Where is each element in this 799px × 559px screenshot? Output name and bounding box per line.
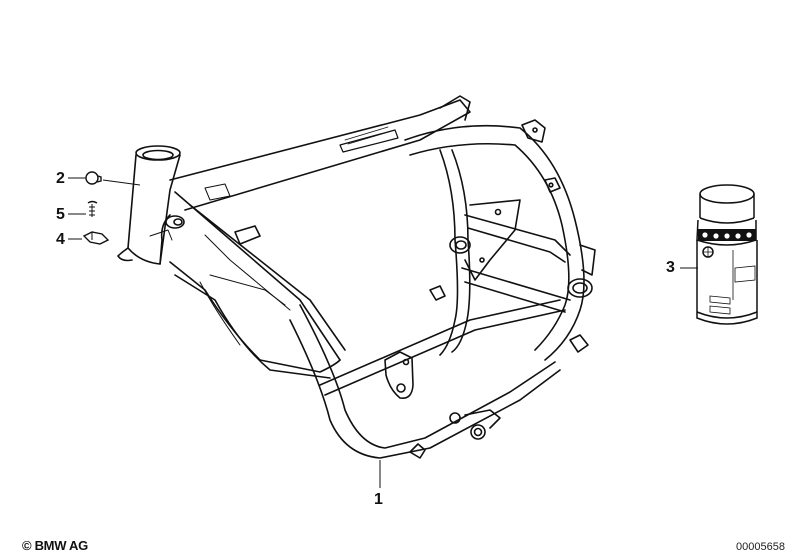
callout-part-5[interactable]: 5 [56,206,65,223]
callout-part-4[interactable]: 4 [56,231,65,248]
steering-head [117,145,185,265]
callout-part-1[interactable]: 1 [374,491,383,508]
callout-part-3[interactable]: 3 [666,259,675,276]
small-parts-drawing [82,171,110,245]
document-id: 00005658 [736,541,785,553]
copyright-label: © BMW AG [22,538,88,553]
spray-can-drawing [696,184,758,325]
callout-part-2[interactable]: 2 [56,170,65,187]
leader-lines [68,177,698,488]
